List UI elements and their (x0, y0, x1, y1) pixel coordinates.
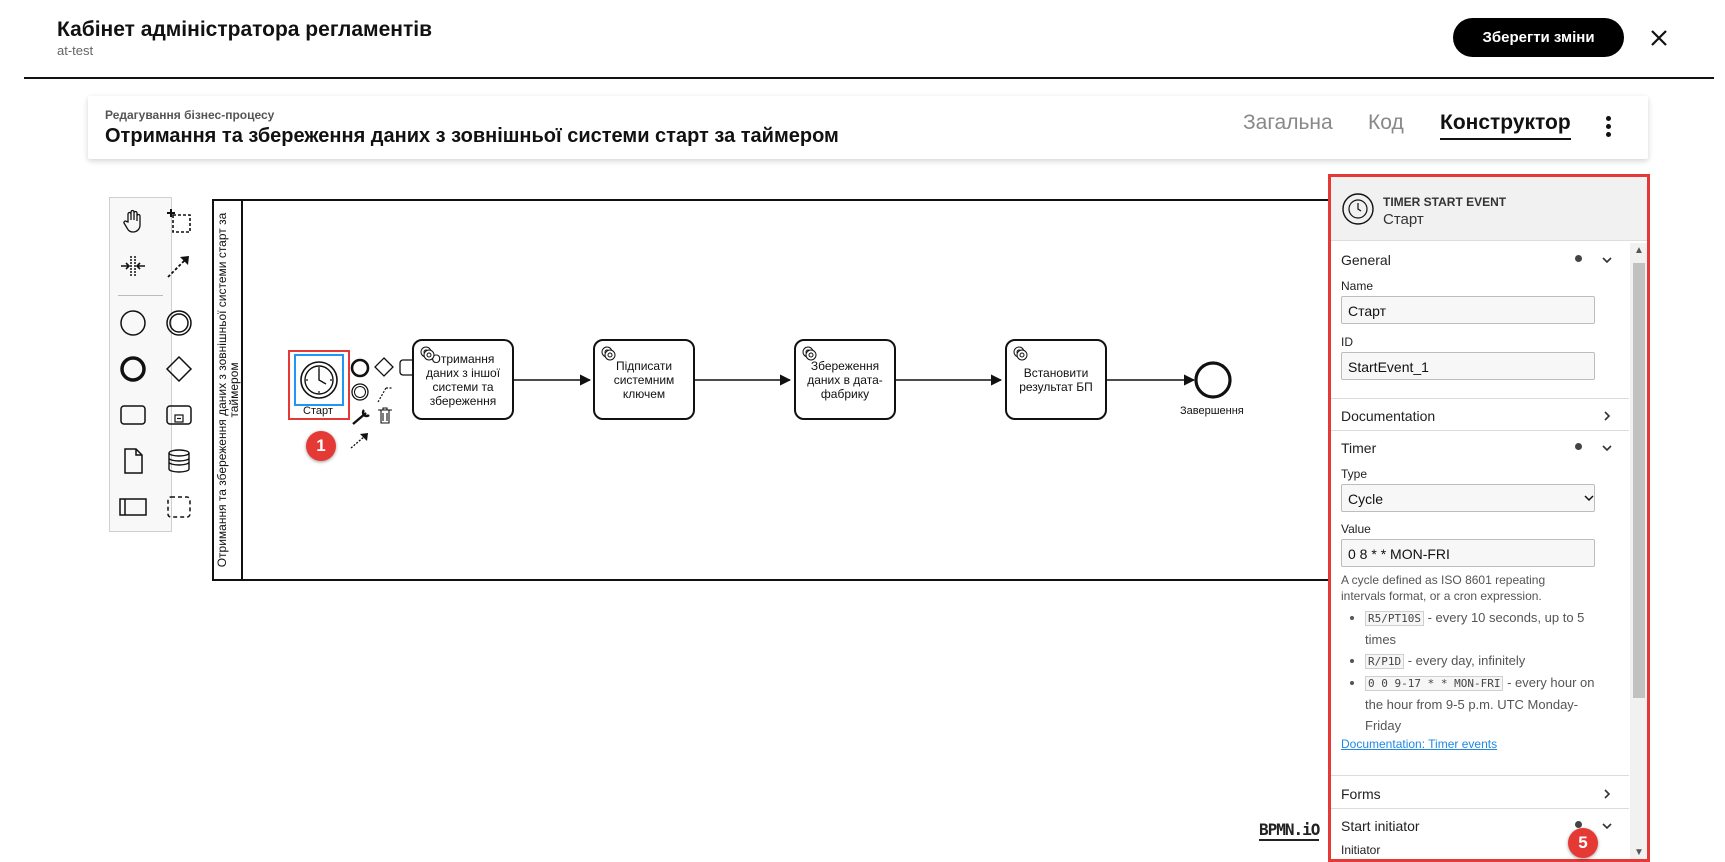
process-card: Редагування бізнес-процесу Отримання та … (88, 96, 1648, 159)
timer-example: R5/PT10S - every 10 seconds, up to 5 tim… (1365, 607, 1613, 650)
type-label: Type (1341, 467, 1368, 481)
timer-value-input[interactable]: 0 8 * * MON-FRI (1341, 539, 1595, 567)
chevron-right-icon[interactable] (1601, 788, 1613, 800)
more-menu-icon[interactable] (1604, 116, 1612, 138)
gateway-icon[interactable] (164, 354, 194, 384)
timer-start-event-icon (1342, 193, 1374, 225)
process-title: Отримання та збереження даних з зовнішнь… (105, 125, 839, 147)
chevron-down-icon (1584, 495, 1594, 502)
timer-hint: A cycle defined as ISO 8601 repeating in… (1341, 573, 1546, 603)
app-header: Кабінет адміністратора регламентів at-te… (0, 0, 1725, 79)
end-event-icon[interactable] (118, 354, 148, 384)
group-start-initiator-title[interactable]: Start initiator (1341, 818, 1420, 834)
chevron-right-icon[interactable] (1601, 410, 1613, 422)
timer-documentation-link[interactable]: Documentation: Timer events (1341, 737, 1498, 751)
properties-scroll-thumb[interactable] (1633, 263, 1645, 698)
group-general-title[interactable]: General (1341, 252, 1391, 268)
example-code: 0 0 9-17 * * MON-FRI (1365, 676, 1504, 691)
data-object-icon[interactable] (118, 446, 148, 476)
space-tool-icon[interactable] (118, 251, 148, 281)
pool-icon[interactable] (118, 492, 148, 522)
group-initiator-indicator (1575, 821, 1582, 828)
chevron-down-icon[interactable] (1601, 442, 1613, 454)
start-event-icon[interactable] (118, 308, 148, 338)
group-icon[interactable] (164, 492, 194, 522)
task-label: Підписати системним ключем (613, 358, 675, 401)
annotation-badge-5: 5 (1568, 828, 1598, 858)
process-kicker: Редагування бізнес-процесу (105, 108, 275, 122)
id-label: ID (1341, 335, 1353, 349)
name-label: Name (1341, 279, 1374, 293)
task-fetch-data[interactable]: Отримання даних з іншої системи та збере… (412, 339, 514, 420)
name-input[interactable]: Старт (1341, 296, 1595, 324)
data-store-icon[interactable] (164, 446, 194, 476)
header-divider (24, 77, 1714, 79)
group-divider (1331, 398, 1629, 399)
properties-panel: TIMER START EVENT Старт General Name Ста… (1328, 174, 1650, 862)
group-divider (1331, 430, 1629, 431)
chevron-down-icon[interactable] (1601, 254, 1613, 266)
scroll-up-icon[interactable]: ▲ (1634, 245, 1644, 256)
service-task-icon (420, 346, 435, 361)
palette-divider (118, 295, 163, 296)
example-text: - every 10 seconds, up to 5 times (1365, 610, 1585, 647)
timer-examples: R5/PT10S - every 10 seconds, up to 5 tim… (1353, 607, 1613, 736)
start-event-selected-outline (294, 354, 344, 406)
example-text: - every hour on the hour from 9-5 p.m. U… (1365, 675, 1595, 733)
value-label: Value (1341, 522, 1371, 536)
timer-example: R/P1D - every day, infinitely (1365, 650, 1613, 672)
start-event-selection[interactable] (288, 350, 350, 420)
hand-tool-icon[interactable] (118, 206, 148, 236)
save-changes-button[interactable]: Зберегти зміни (1453, 18, 1624, 57)
intermediate-event-icon[interactable] (164, 308, 194, 338)
app-title: Кабінет адміністратора регламентів (57, 18, 432, 41)
element-name: Старт (1383, 211, 1424, 228)
element-type: TIMER START EVENT (1383, 195, 1507, 209)
task-icon[interactable] (118, 400, 148, 430)
id-input[interactable]: StartEvent_1 (1341, 352, 1595, 380)
timer-type-value: Cycle (1348, 491, 1384, 507)
start-event-label: Старт (303, 405, 333, 417)
service-task-icon (1013, 346, 1028, 361)
group-documentation-title[interactable]: Documentation (1341, 408, 1436, 424)
tool-palette (109, 197, 193, 532)
task-set-result[interactable]: Встановити результат БП (1005, 339, 1107, 420)
service-task-icon (601, 346, 616, 361)
tab-code[interactable]: Код (1368, 111, 1404, 134)
chevron-down-icon[interactable] (1601, 820, 1613, 832)
example-code: R/P1D (1365, 654, 1405, 669)
tab-general[interactable]: Загальна (1243, 111, 1333, 134)
sequence-flows (300, 357, 1232, 449)
app-subtitle: at-test (57, 43, 94, 58)
subprocess-icon[interactable] (164, 400, 194, 430)
global-connect-icon[interactable] (164, 251, 194, 281)
scroll-down-icon[interactable]: ▼ (1634, 847, 1644, 858)
example-code: R5/PT10S (1365, 611, 1424, 626)
pool-header: Отримання та збереження даних з зовнішнь… (214, 201, 243, 579)
group-forms-title[interactable]: Forms (1341, 786, 1381, 802)
end-event-label: Завершення (1180, 405, 1244, 417)
timer-type-select[interactable]: Cycle (1341, 484, 1595, 512)
task-label: Збереження даних в дата-фабрику (807, 358, 883, 401)
group-divider (1331, 808, 1629, 809)
service-task-icon (802, 346, 817, 361)
bpmn-io-logo[interactable]: BPMN.iO (1259, 820, 1320, 841)
tab-constructor[interactable]: Конструктор (1440, 111, 1571, 140)
group-general-indicator (1575, 255, 1582, 262)
task-label: Встановити результат БП (1019, 365, 1093, 394)
task-save-data-factory[interactable]: Збереження даних в дата-фабрику (794, 339, 896, 420)
properties-header: TIMER START EVENT Старт (1331, 177, 1647, 241)
annotation-badge-1: 1 (306, 431, 336, 461)
task-sign-system-key[interactable]: Підписати системним ключем (593, 339, 695, 420)
initiator-label: Initiator (1341, 843, 1381, 857)
group-timer-title[interactable]: Timer (1341, 440, 1377, 456)
timer-example: 0 0 9-17 * * MON-FRI - every hour on the… (1365, 672, 1613, 736)
lasso-tool-icon[interactable] (164, 206, 194, 236)
group-timer-indicator (1575, 443, 1582, 450)
close-icon[interactable] (1648, 27, 1670, 49)
group-divider (1331, 775, 1629, 776)
example-text: - every day, infinitely (1404, 653, 1526, 668)
task-label: Отримання даних з іншої системи та збере… (425, 351, 501, 408)
